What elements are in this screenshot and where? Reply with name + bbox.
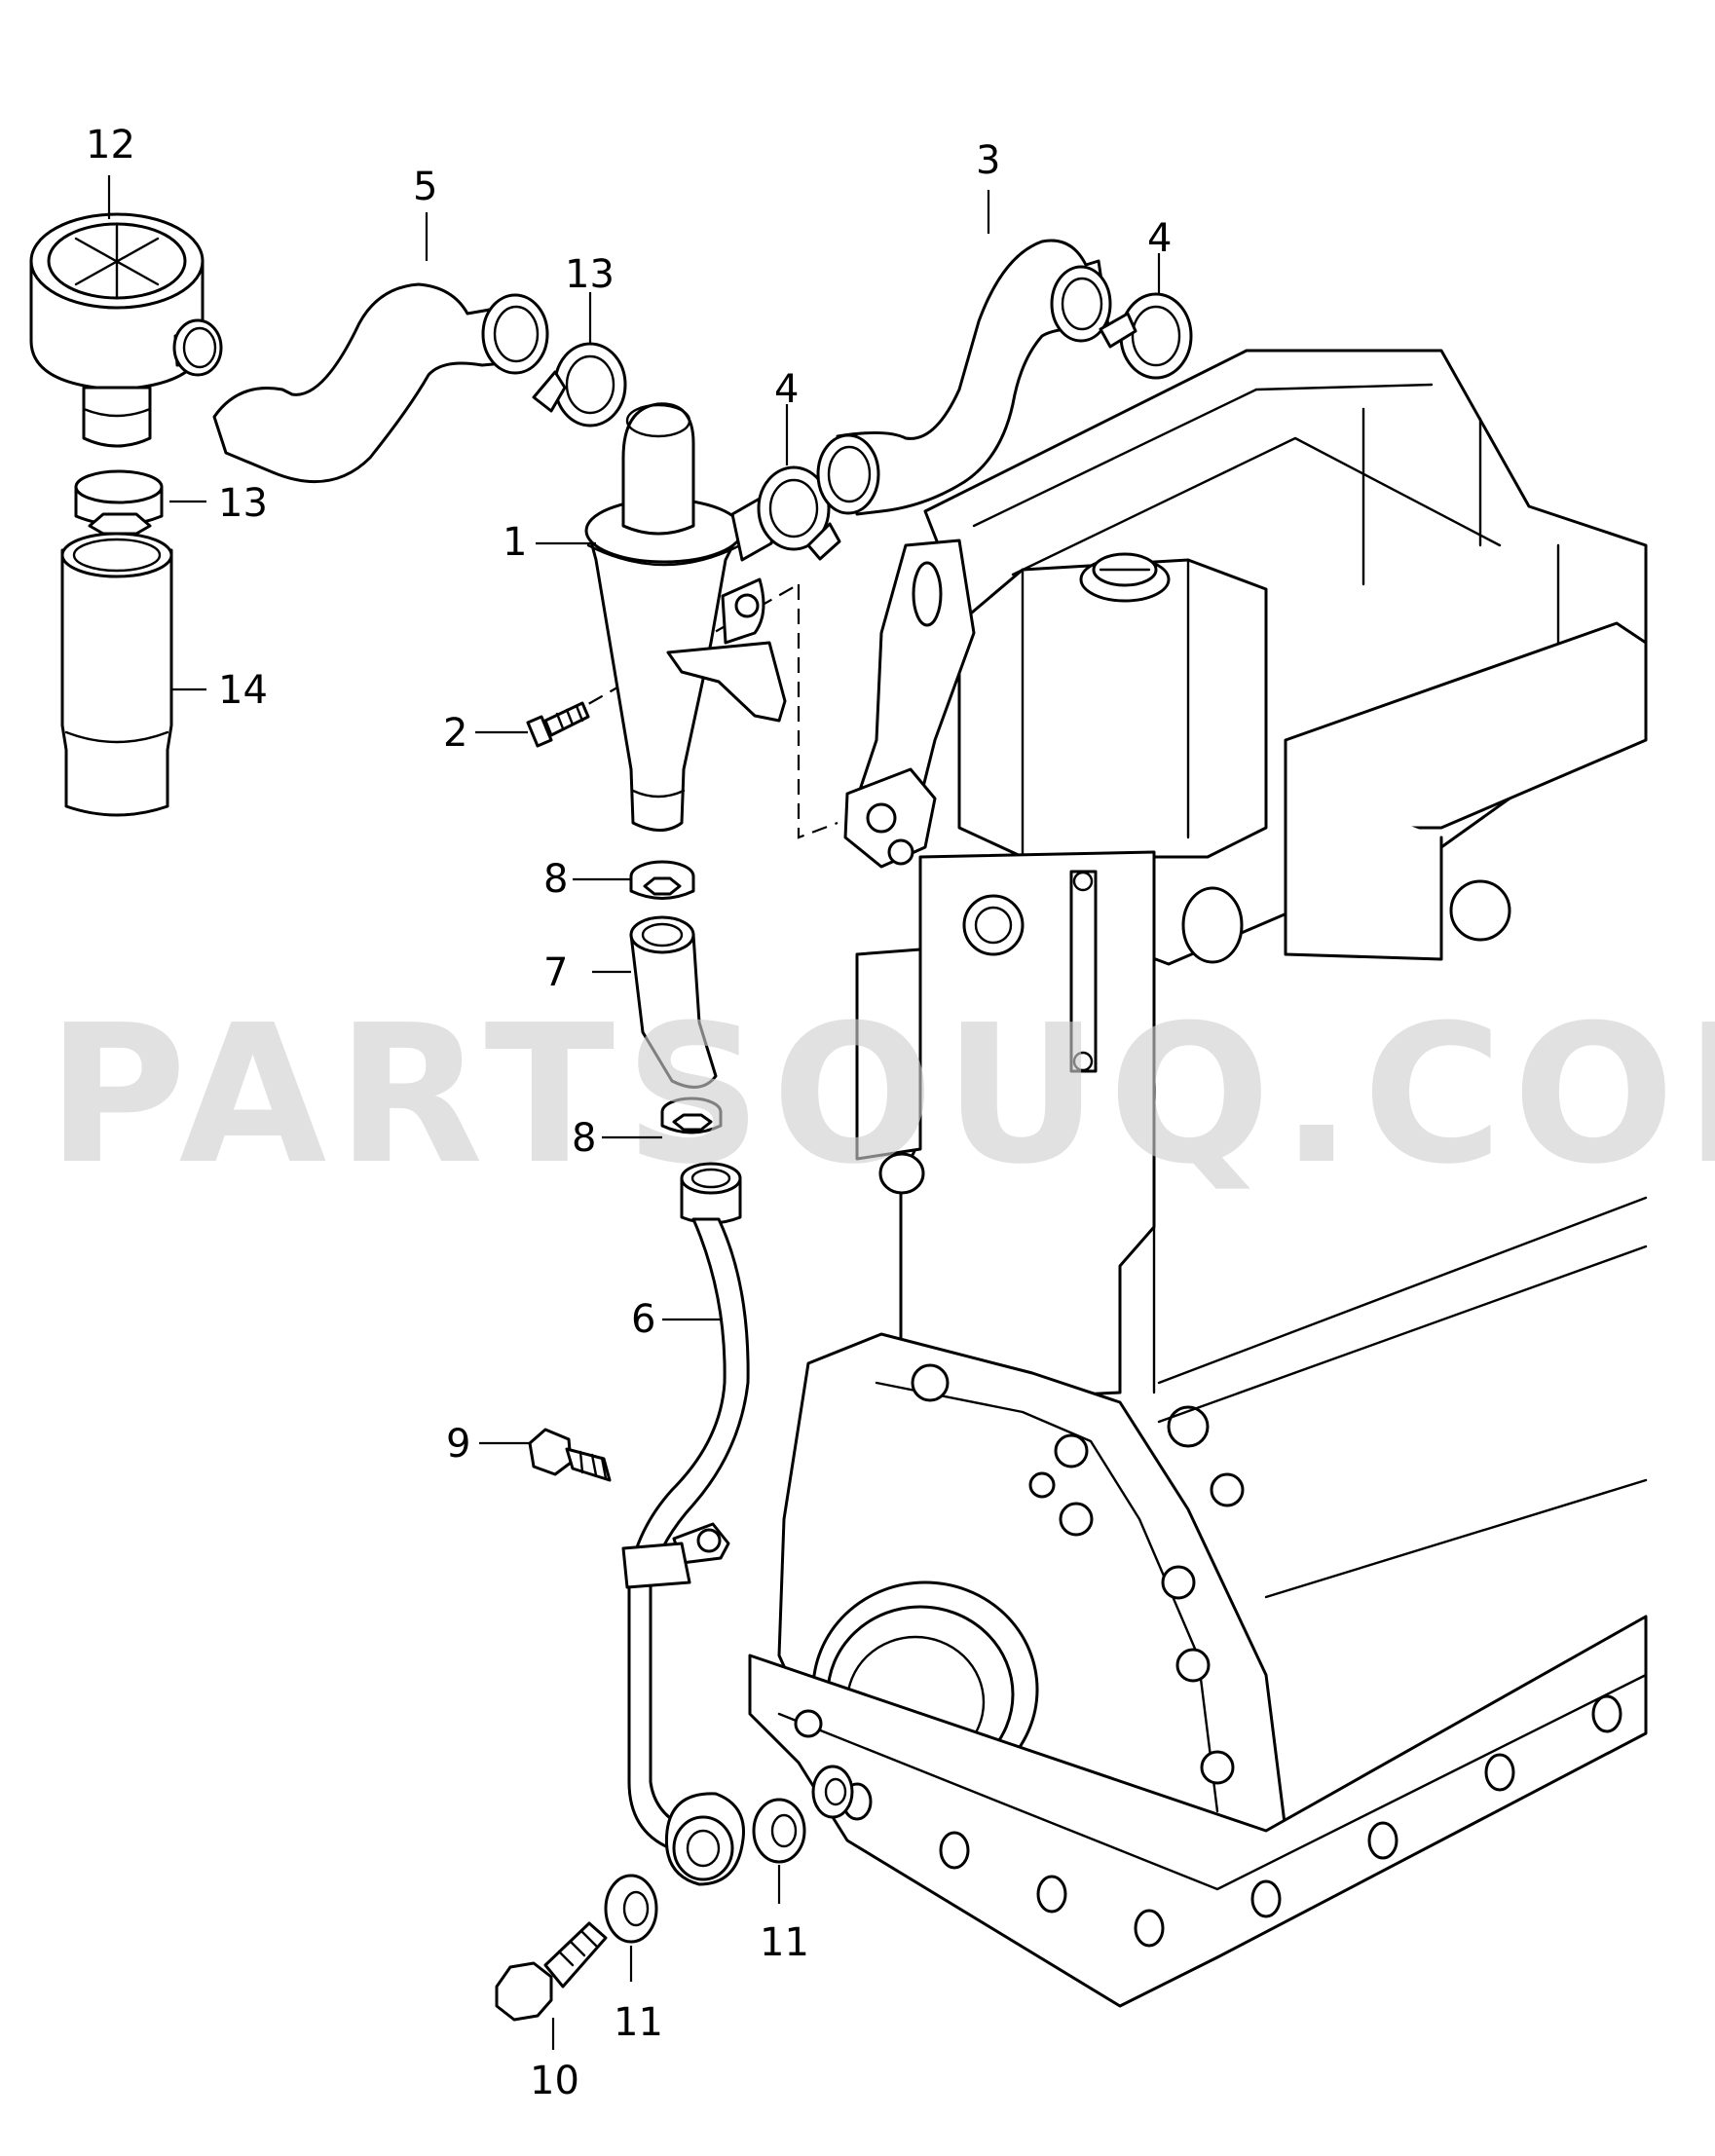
callout-2: 2: [443, 711, 467, 756]
part-4-hose-clamp-lower: [757, 465, 841, 561]
callout-12: 12: [86, 123, 135, 167]
callout-labels: 12 5 13 3 4 4 13 1 14 2 8 7 8 6 9 11 11 …: [86, 123, 1172, 2103]
part-14-hose: [60, 532, 173, 817]
callout-5: 5: [413, 165, 437, 209]
part-13-hose-clamp-lower: [74, 469, 164, 536]
callout-8-lower: 8: [572, 1116, 596, 1161]
part-6-oil-return-pipe: [621, 1162, 750, 1886]
part-12-breather-valve: [29, 212, 223, 448]
callout-7: 7: [543, 950, 568, 995]
part-10-banjo-bolt: [495, 1921, 608, 2022]
callout-13-lower: 13: [218, 481, 268, 526]
part-9-bolt: [528, 1428, 612, 1482]
callout-6: 6: [631, 1297, 655, 1342]
part-11-sealing-washer-right: [752, 1765, 854, 1864]
watermark: PARTSOUQ.COM: [47, 985, 1715, 1207]
callout-13-upper: 13: [565, 252, 615, 297]
callout-4-lower: 4: [774, 367, 799, 412]
part-8-hose-clamp-upper: [629, 860, 695, 900]
callout-14: 14: [218, 668, 268, 713]
part-2-bolt: [526, 701, 590, 748]
part-5-hose: [212, 282, 549, 484]
callout-11-right: 11: [760, 1920, 809, 1965]
callout-1: 1: [503, 520, 527, 565]
part-1-oil-separator: [584, 402, 787, 832]
callout-11-left: 11: [614, 2000, 663, 2045]
part-4-hose-clamp-upper: [1099, 292, 1193, 380]
engine-block: [748, 349, 1648, 2008]
part-3-hose: [816, 239, 1112, 516]
part-11-sealing-washer-left: [604, 1874, 658, 1944]
callout-9: 9: [446, 1422, 470, 1467]
callout-leader-lines: [107, 175, 1161, 2050]
part-13-hose-clamp-upper: [532, 342, 627, 427]
callout-8-upper: 8: [543, 857, 568, 902]
part-7-hose: [629, 915, 718, 1089]
callout-10: 10: [530, 2059, 579, 2103]
callout-4-upper: 4: [1147, 216, 1172, 261]
callout-3: 3: [976, 138, 1000, 183]
part-8-hose-clamp-lower: [660, 1097, 723, 1134]
